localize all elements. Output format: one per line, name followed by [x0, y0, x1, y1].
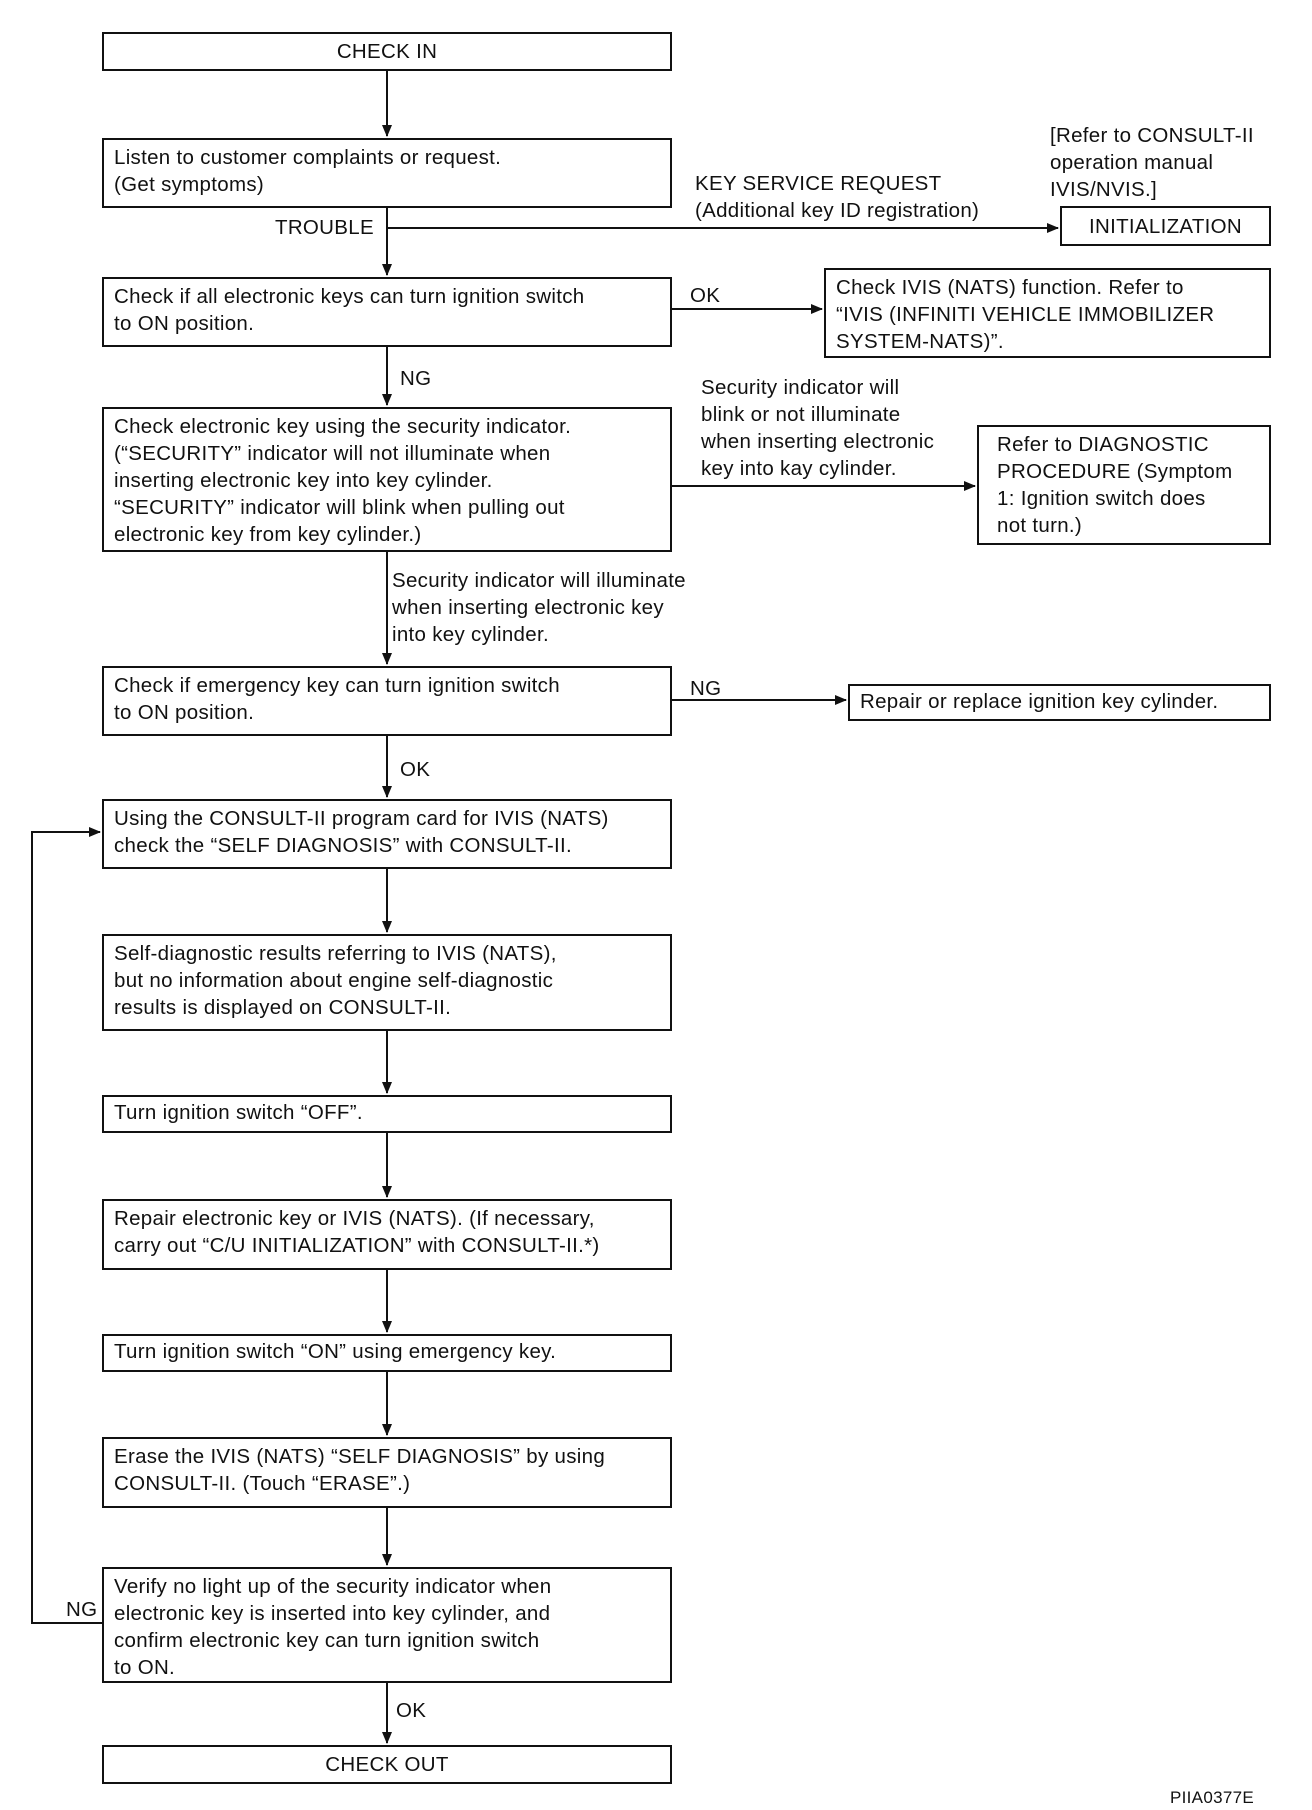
label-ng-loop: NG	[66, 1598, 98, 1621]
box-initialization: INITIALIZATION	[1060, 206, 1271, 246]
label-security-illuminate-note: Security indicator will illuminate when …	[392, 569, 686, 646]
box-listen-customer: Listen to customer complaints or request…	[102, 138, 672, 208]
figure-id: PIIA0377E	[1170, 1788, 1254, 1807]
label-ok-1: OK	[690, 284, 721, 307]
box-check-out: CHECK OUT	[102, 1745, 672, 1784]
box-consult-self-diagnosis: Using the CONSULT-II program card for IV…	[102, 799, 672, 869]
arrow-ng-loop	[31, 827, 102, 1624]
box-erase-self-diagnosis: Erase the IVIS (NATS) “SELF DIAGNOSIS” b…	[102, 1437, 672, 1508]
box-repair-electronic-key: Repair electronic key or IVIS (NATS). (I…	[102, 1199, 672, 1270]
box-check-emergency-key: Check if emergency key can turn ignition…	[102, 666, 672, 736]
box-check-ivis-function: Check IVIS (NATS) function. Refer to “IV…	[824, 268, 1271, 358]
label-ok-3: OK	[396, 1699, 427, 1722]
box-self-diagnostic-results: Self-diagnostic results referring to IVI…	[102, 934, 672, 1031]
box-refer-diagnostic-procedure: Refer to DIAGNOSTIC PROCEDURE (Symptom 1…	[977, 425, 1271, 545]
label-refer-consult: [Refer to CONSULT-II operation manual IV…	[1050, 124, 1254, 201]
label-ok-2: OK	[400, 758, 431, 781]
box-turn-ignition-off: Turn ignition switch “OFF”.	[102, 1095, 672, 1133]
label-key-service-request: KEY SERVICE REQUEST (Additional key ID r…	[695, 172, 980, 222]
label-security-blink-note: Security indicator will blink or not ill…	[701, 376, 935, 480]
box-check-security-indicator: Check electronic key using the security …	[102, 407, 672, 552]
box-check-electronic-keys: Check if all electronic keys can turn ig…	[102, 277, 672, 347]
box-repair-replace-cylinder: Repair or replace ignition key cylinder.	[848, 684, 1271, 721]
box-check-in: CHECK IN	[102, 32, 672, 71]
label-ng-1: NG	[400, 367, 432, 390]
label-ng-2: NG	[690, 677, 722, 700]
label-trouble: TROUBLE	[275, 216, 374, 239]
box-verify-security-indicator: Verify no light up of the security indic…	[102, 1567, 672, 1683]
box-turn-ignition-on: Turn ignition switch “ON” using emergenc…	[102, 1334, 672, 1372]
